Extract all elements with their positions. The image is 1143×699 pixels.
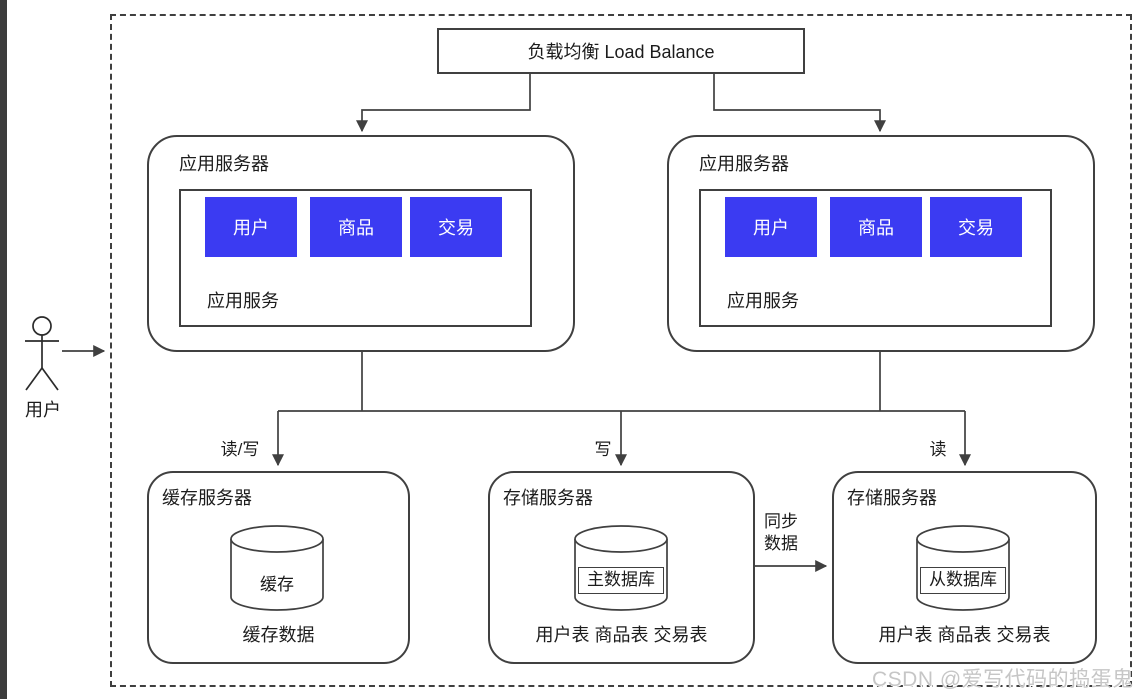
module-product: 商品 bbox=[310, 197, 402, 257]
module-trade: 交易 bbox=[930, 197, 1022, 257]
system-boundary bbox=[110, 14, 1132, 687]
user-actor-label: 用户 bbox=[25, 400, 61, 420]
app-server-2-service-rect: 用户 商品 交易 应用服务 bbox=[699, 189, 1052, 327]
app-server-1-service-label: 应用服务 bbox=[207, 291, 279, 311]
app-server-2-title: 应用服务器 bbox=[699, 154, 789, 174]
module-user: 用户 bbox=[725, 197, 817, 257]
edge-label-write: 写 bbox=[594, 440, 612, 459]
master-storage-title: 存储服务器 bbox=[503, 488, 593, 508]
edge-label-sync-line1: 同步 bbox=[764, 512, 798, 531]
edge-label-sync: 同步 数据 bbox=[764, 511, 798, 555]
master-db-label: 主数据库 bbox=[578, 567, 664, 594]
app-server-2-box: 应用服务器 用户 商品 交易 应用服务 bbox=[667, 135, 1095, 352]
app-server-2-service-label: 应用服务 bbox=[727, 291, 799, 311]
slave-storage-box: 存储服务器 用户表 商品表 交易表 bbox=[832, 471, 1097, 664]
module-trade: 交易 bbox=[410, 197, 502, 257]
app-server-1-service-rect: 用户 商品 交易 应用服务 bbox=[179, 189, 532, 327]
load-balancer-label: 负载均衡 Load Balance bbox=[527, 42, 715, 62]
slave-db-label: 从数据库 bbox=[920, 567, 1006, 594]
user-actor-icon bbox=[25, 316, 59, 391]
module-product: 商品 bbox=[830, 197, 922, 257]
edge-label-read-write: 读/写 bbox=[220, 440, 260, 459]
module-user: 用户 bbox=[205, 197, 297, 257]
cache-server-box: 缓存服务器 缓存数据 bbox=[147, 471, 410, 664]
watermark-text: CSDN @爱写代码的捣蛋鬼 bbox=[872, 668, 1134, 691]
cache-server-caption: 缓存数据 bbox=[242, 625, 315, 645]
edge-label-sync-line2: 数据 bbox=[764, 534, 798, 553]
app-server-1-box: 应用服务器 用户 商品 交易 应用服务 bbox=[147, 135, 575, 352]
slave-storage-caption: 用户表 商品表 交易表 bbox=[878, 625, 1051, 645]
cache-server-title: 缓存服务器 bbox=[162, 488, 252, 508]
load-balancer-box: 负载均衡 Load Balance bbox=[437, 28, 805, 74]
master-storage-box: 存储服务器 用户表 商品表 交易表 bbox=[488, 471, 755, 664]
master-storage-caption: 用户表 商品表 交易表 bbox=[535, 625, 708, 645]
screen-left-edge-strip bbox=[0, 0, 7, 699]
edge-label-read: 读 bbox=[929, 440, 947, 459]
app-server-1-title: 应用服务器 bbox=[179, 154, 269, 174]
cache-db-label: 缓存 bbox=[260, 575, 294, 594]
slave-storage-title: 存储服务器 bbox=[847, 488, 937, 508]
